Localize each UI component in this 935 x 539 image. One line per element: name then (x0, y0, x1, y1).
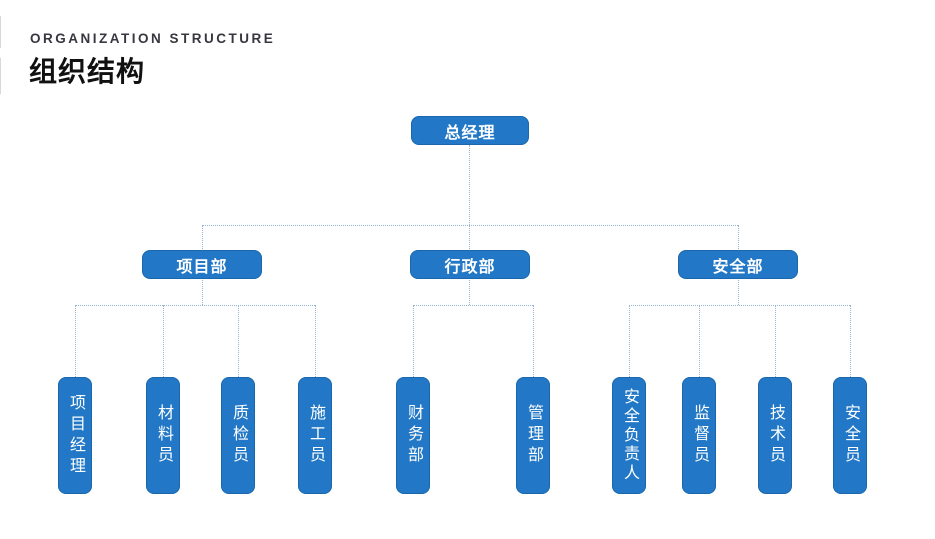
org-node-technician: 技术员 (758, 377, 792, 494)
org-node-management-dept: 管理部 (516, 377, 550, 494)
org-node-label: 质检员 (230, 404, 247, 467)
left-edge-mark (0, 58, 1, 94)
connector-drop-project-dept (202, 225, 203, 251)
org-node-label: 施工员 (307, 404, 324, 467)
org-node-safety-director: 安全负责人 (612, 377, 646, 494)
org-node-label: 技术员 (767, 404, 784, 467)
org-node-label: 行政部 (444, 258, 496, 276)
org-node-finance-dept: 财务部 (396, 377, 430, 494)
connector-drop-staff (413, 305, 414, 377)
connector-drop-staff (850, 305, 851, 377)
connector-drop-safety-dept (738, 225, 739, 251)
org-node-label: 安全员 (842, 404, 859, 467)
org-node-construction-worker: 施工员 (298, 377, 332, 494)
connector-stub-project-dept (202, 278, 203, 305)
connector-rail-admin-group (413, 305, 533, 306)
org-node-label: 安全部 (712, 258, 764, 276)
connector-drop-staff (775, 305, 776, 377)
org-node-admin-dept: 行政部 (410, 250, 530, 279)
connector-rail-level2 (202, 225, 738, 226)
connector-drop-staff (163, 305, 164, 377)
org-node-label: 项目经理 (67, 393, 84, 478)
org-node-project-manager: 项目经理 (58, 377, 92, 494)
org-node-materials-clerk: 材料员 (146, 377, 180, 494)
org-node-label: 安全负责人 (621, 388, 638, 483)
connector-stub-admin-dept (469, 278, 470, 305)
org-node-label: 总经理 (444, 124, 496, 142)
connector-drop-staff (75, 305, 76, 377)
org-node-label: 项目部 (176, 258, 228, 276)
connector-drop-staff (629, 305, 630, 377)
org-node-general-manager: 总经理 (411, 116, 529, 145)
connector-root-drop (469, 145, 470, 225)
connector-drop-staff (699, 305, 700, 377)
org-node-supervisor: 监督员 (682, 377, 716, 494)
connector-rail-safety-group (629, 305, 850, 306)
connector-drop-admin-dept (469, 225, 470, 251)
org-node-label: 财务部 (405, 404, 422, 467)
org-node-label: 材料员 (155, 404, 172, 467)
connector-drop-staff (315, 305, 316, 377)
left-edge-mark (0, 16, 1, 48)
connector-drop-staff (533, 305, 534, 377)
connector-drop-staff (238, 305, 239, 377)
section-label: ORGANIZATION STRUCTURE (30, 31, 276, 46)
org-node-safety-dept: 安全部 (678, 250, 798, 279)
org-node-quality-inspector: 质检员 (221, 377, 255, 494)
connector-rail-project-group (75, 305, 315, 306)
org-node-project-dept: 项目部 (142, 250, 262, 279)
org-node-label: 管理部 (525, 404, 542, 467)
connector-stub-safety-dept (738, 278, 739, 305)
org-node-safety-officer: 安全员 (833, 377, 867, 494)
page-title: 组织结构 (29, 56, 146, 87)
org-node-label: 监督员 (691, 404, 708, 467)
